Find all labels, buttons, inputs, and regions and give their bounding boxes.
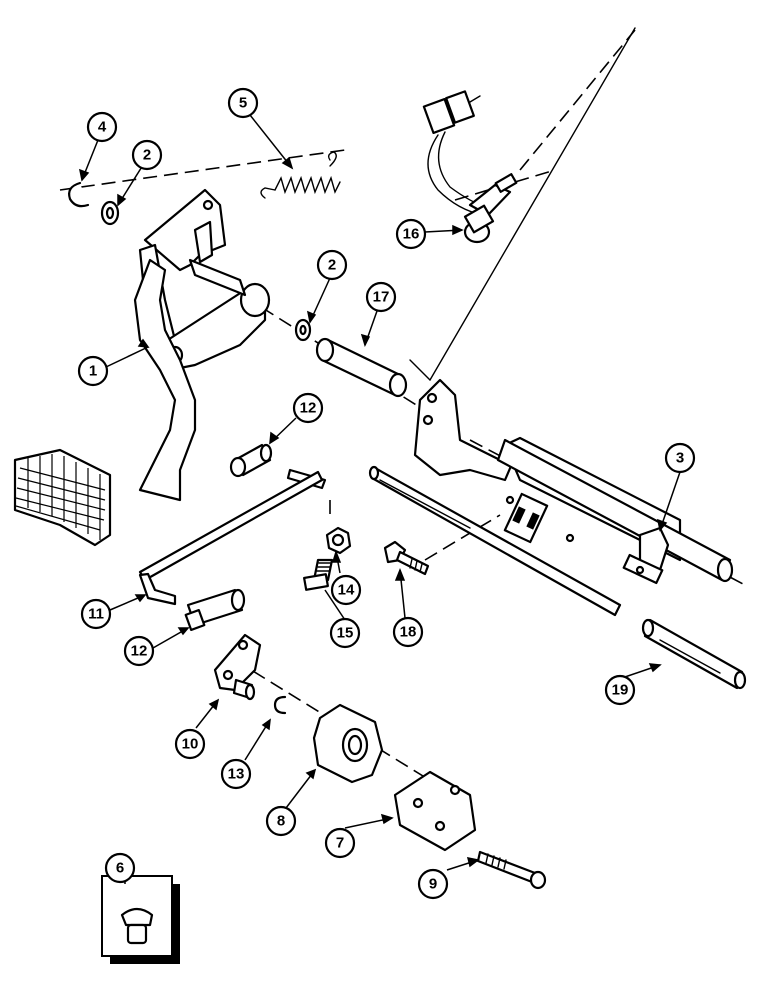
- centerlines: [59, 29, 746, 806]
- callout-9: 9: [417, 868, 449, 900]
- svg-text:8: 8: [277, 813, 285, 830]
- cross-shaft: [496, 438, 734, 585]
- callout-8: 8: [265, 805, 297, 837]
- svg-text:13: 13: [228, 766, 245, 783]
- callout-15: 15: [329, 617, 361, 649]
- svg-text:12: 12: [300, 400, 317, 417]
- callout-12-lower: 12: [123, 635, 155, 667]
- lock-nut: [325, 526, 352, 555]
- clutch-pedal-arm: [133, 188, 271, 502]
- callout-2-shaft: 2: [316, 249, 348, 281]
- plug-inset-box: [101, 875, 180, 964]
- callout-5: 5: [227, 87, 259, 119]
- callout-4: 4: [86, 111, 118, 143]
- svg-text:2: 2: [328, 257, 336, 274]
- pivot-block: [312, 703, 384, 784]
- callout-16: 16: [395, 218, 427, 250]
- link-rod: [138, 468, 327, 606]
- svg-text:12: 12: [131, 643, 148, 660]
- snap-ring: [273, 695, 287, 715]
- callout-2-upper: 2: [131, 139, 163, 171]
- svg-text:9: 9: [429, 876, 437, 893]
- callout-1: 1: [77, 355, 109, 387]
- callout-6: 6: [104, 852, 136, 884]
- svg-text:11: 11: [88, 606, 104, 623]
- callout-7: 7: [324, 827, 356, 859]
- svg-text:2: 2: [143, 147, 151, 164]
- long-rod: [368, 465, 747, 690]
- clevis-upper: [229, 443, 273, 478]
- svg-text:17: 17: [373, 289, 390, 306]
- callout-18: 18: [392, 616, 424, 648]
- mounting-plate: [393, 770, 477, 852]
- svg-text:3: 3: [676, 450, 684, 467]
- callout-10: 10: [174, 728, 206, 760]
- pedal-pad: [13, 448, 112, 547]
- svg-text:5: 5: [239, 95, 247, 112]
- svg-text:14: 14: [338, 582, 355, 599]
- svg-text:4: 4: [98, 119, 107, 136]
- svg-text:16: 16: [403, 226, 420, 243]
- washer-shaft: [294, 318, 312, 342]
- arrowheads: [78, 156, 668, 868]
- callout-19: 19: [604, 674, 636, 706]
- svg-text:15: 15: [337, 625, 354, 642]
- svg-text:19: 19: [612, 682, 629, 699]
- svg-text:7: 7: [336, 835, 344, 852]
- callout-17: 17: [365, 281, 397, 313]
- washer-upper: [100, 200, 120, 226]
- callout-3: 3: [664, 442, 696, 474]
- svg-text:1: 1: [89, 363, 97, 380]
- callout-14: 14: [330, 574, 362, 606]
- bolt-short: [303, 558, 334, 591]
- callout-12-upper: 12: [292, 392, 324, 424]
- callout-13: 13: [220, 758, 252, 790]
- svg-text:18: 18: [400, 624, 417, 641]
- svg-text:6: 6: [116, 860, 124, 877]
- clevis-lower: [184, 588, 246, 632]
- retaining-clip: [68, 181, 90, 208]
- pivot-lever: [213, 633, 262, 701]
- callout-11: 11: [80, 598, 112, 630]
- svg-text:10: 10: [182, 736, 199, 753]
- clutch-switch: [422, 90, 518, 244]
- return-spring: [260, 151, 341, 199]
- long-bolt: [476, 850, 547, 890]
- bushing: [315, 337, 408, 398]
- bolt-long: [383, 540, 430, 576]
